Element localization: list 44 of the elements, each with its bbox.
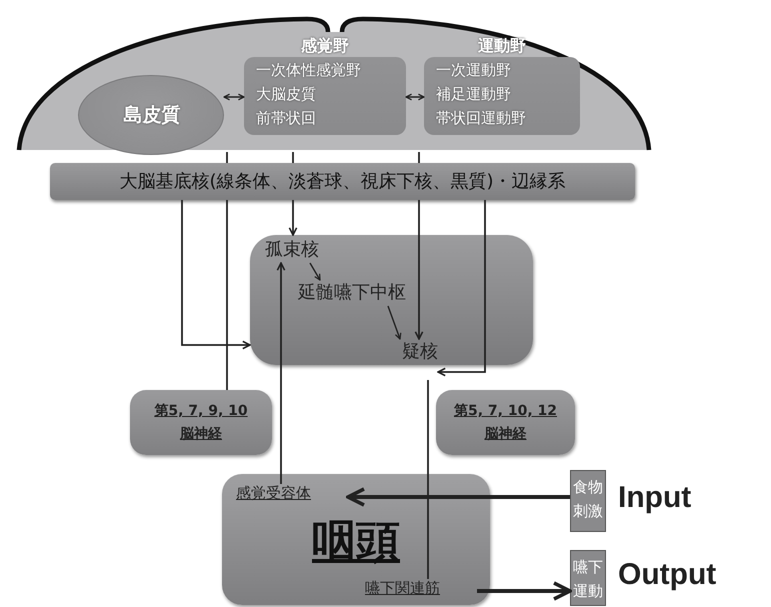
connector-line xyxy=(226,200,228,390)
rounded-box xyxy=(130,390,272,455)
node-label: 疑核 xyxy=(402,340,438,363)
arrow xyxy=(276,262,286,484)
arrow xyxy=(288,200,298,236)
node-label: 感覚受容体 xyxy=(236,484,311,503)
node-label: 食物刺激 xyxy=(572,477,604,522)
small-box xyxy=(570,470,606,532)
arrow xyxy=(387,306,402,340)
arrow xyxy=(414,200,424,340)
small-box xyxy=(570,550,606,606)
connector-line xyxy=(427,380,429,579)
node-label: 第5, 7, 9, 10 脳神経 xyxy=(153,402,249,444)
rounded-box xyxy=(250,235,533,365)
node-label: 嚥下関連筋 xyxy=(365,579,440,598)
region-name: 一次体性感覚野 xyxy=(256,61,361,80)
rounded-box xyxy=(436,390,575,455)
arrow xyxy=(346,487,570,507)
node-label: 咽頭 xyxy=(311,515,401,569)
arrow xyxy=(405,94,425,100)
node-label: 孤束核 xyxy=(265,238,319,261)
connector-line xyxy=(226,152,228,163)
node-label: 島皮質 xyxy=(122,103,182,128)
region-name: 大脳皮質 xyxy=(256,85,316,104)
connector-line xyxy=(292,152,294,163)
region-name: 補足運動野 xyxy=(436,85,511,104)
region-name: 一次運動野 xyxy=(436,61,511,80)
connector-line xyxy=(418,152,420,163)
arrow xyxy=(223,94,245,100)
area-heading: 感覚野 xyxy=(300,36,350,57)
arrow xyxy=(477,581,572,601)
arrow xyxy=(181,200,251,350)
node-label: 嚥下運動 xyxy=(572,557,604,602)
arrow xyxy=(437,200,486,376)
region-name: 前帯状回 xyxy=(256,109,316,128)
region-name: 帯状回運動野 xyxy=(436,109,526,128)
node-label: 第5, 7, 10, 12 脳神経 xyxy=(452,402,558,444)
arrow xyxy=(309,262,321,281)
node-label: 延髄嚥下中枢 xyxy=(298,281,406,304)
banner-bar xyxy=(50,163,635,200)
io-label: Input xyxy=(618,481,692,515)
io-label: Output xyxy=(618,558,716,592)
node-label: 大脳基底核(線条体、淡蒼球、視床下核、黒質)・辺縁系 xyxy=(118,170,567,193)
rounded-box xyxy=(222,474,490,605)
